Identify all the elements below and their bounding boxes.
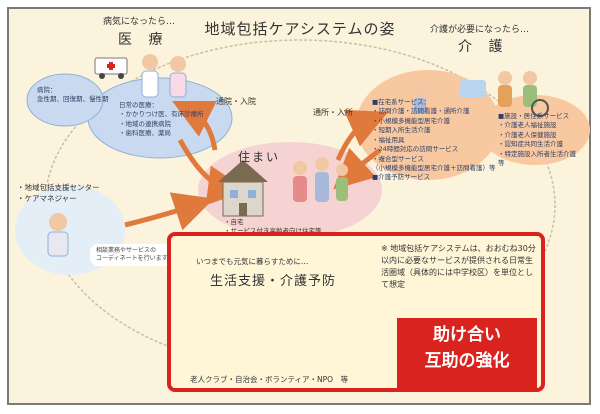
doctor-figures-icon xyxy=(141,54,187,98)
clinic-line: ・地域の連携病院 xyxy=(119,119,171,128)
mutual-aid-label: 助け合い 互助の強化 xyxy=(397,318,537,392)
care-header: 介護が必要になったら… xyxy=(430,25,530,35)
support-center-text: ・地域包括支援センター ・ケアマネジャー xyxy=(17,183,100,205)
arrow-care-down xyxy=(333,147,382,190)
clinic-line: 日常の医療： xyxy=(119,101,158,109)
medical-title: 医 療 xyxy=(118,32,169,48)
facility-service-line: ・認知症共同生活介護 xyxy=(498,140,563,149)
living-title: 生活支援・介護予防 xyxy=(210,274,337,289)
home-service-line: ■介護予防サービス xyxy=(372,173,431,182)
support-center-line: ・ケアマネジャー xyxy=(17,193,77,203)
facility-services-text: ■施設・居住系サービス ・介護老人福祉施設 ・介護老人保健施設 ・認知症共同生活… xyxy=(498,112,576,169)
hospital-ellipse xyxy=(26,73,104,127)
care-title: 介 護 xyxy=(458,39,509,55)
facility-service-line: ・介護老人福祉施設 xyxy=(498,121,557,130)
home-service-line: ■在宅系サービス： xyxy=(372,98,431,106)
support-bubble: 相談業務やサービスの コーディネートを行います。 xyxy=(90,244,179,266)
support-bubble-line: 相談業務やサービスの xyxy=(96,247,157,254)
home-item: ・サービス付き高齢者向け住宅等 xyxy=(224,227,322,236)
home-service-line: ・短期入所生活介護 xyxy=(372,126,431,135)
note-text: ※ 地域包括ケアシステムは、おおむね30分以内に必要なサービスが提供される日常生… xyxy=(381,244,536,289)
clinic-text: 日常の医療： ・かかりつけ医、有床診療所 ・地域の連携病院 ・歯科医療、薬局 xyxy=(119,101,204,139)
home-service-line: ・24時間対応の訪問サービス xyxy=(372,145,459,154)
care-manager-icon xyxy=(47,213,69,257)
hospital-line: 病院： xyxy=(37,86,57,94)
home-items: ・自宅 ・サービス付き高齢者向け住宅等 xyxy=(224,218,322,237)
home-service-line: ・複合型サービス xyxy=(372,154,424,163)
arrow-medical-up xyxy=(172,101,218,151)
home-services-text: ■在宅系サービス： ・訪問介護・訪問看護・通所介護 ・小規模多機能型居宅介護 ・… xyxy=(372,98,496,183)
arrow-support xyxy=(124,192,214,231)
family-figures-icon xyxy=(293,157,348,202)
facility-service-line: ■施設・居住系サービス xyxy=(498,112,570,120)
home-service-line: ・小規模多機能型居宅介護 xyxy=(372,116,450,125)
care-facility-ellipse xyxy=(480,95,590,165)
ambulance-icon xyxy=(94,57,128,79)
home-service-line: ・福祉用具 xyxy=(372,135,405,144)
facility-service-line: 等 xyxy=(498,159,505,168)
arrow-care-up xyxy=(335,109,389,162)
home-service-line: （小規模多機能型居宅介護＋訪問看護）等 xyxy=(372,163,496,172)
clinic-line: ・かかりつけ医、有床診療所 xyxy=(119,110,204,119)
diagram-title: 地域包括ケアシステムの姿 xyxy=(204,20,396,38)
home-label: 住まい xyxy=(238,150,281,164)
arrow-label-medical: 通院・入院 xyxy=(216,97,256,106)
mutual-aid-line: 互助の強化 xyxy=(424,351,510,372)
home-service-line: ・訪問介護・訪問看護・通所介護 xyxy=(372,107,470,116)
living-header: いつまでも元気に暮らすために… xyxy=(196,257,309,266)
facility-service-line: ・特定施設入所者生活介護 xyxy=(498,149,576,158)
clinic-line: ・歯科医療、薬局 xyxy=(119,129,171,138)
medical-header: 病気になったら… xyxy=(103,17,176,27)
support-center-line: ・地域包括支援センター xyxy=(17,183,100,192)
hospital-text: 病院： 急性期、回復期、慢性期 xyxy=(37,86,109,105)
living-footer: 老人クラブ・自治会・ボランティア・NPO 等 xyxy=(190,375,349,384)
hospital-line: 急性期、回復期、慢性期 xyxy=(37,95,109,104)
mutual-aid-line: 助け合い xyxy=(433,325,501,345)
care-figures-icon xyxy=(414,71,549,117)
facility-service-line: ・介護老人保健施設 xyxy=(498,130,557,139)
house-icon xyxy=(218,160,268,217)
home-item: ・自宅 xyxy=(224,218,244,226)
support-bubble-line: コーディネートを行います。 xyxy=(96,254,173,262)
arrow-label-care: 通所・入所 xyxy=(313,108,353,117)
